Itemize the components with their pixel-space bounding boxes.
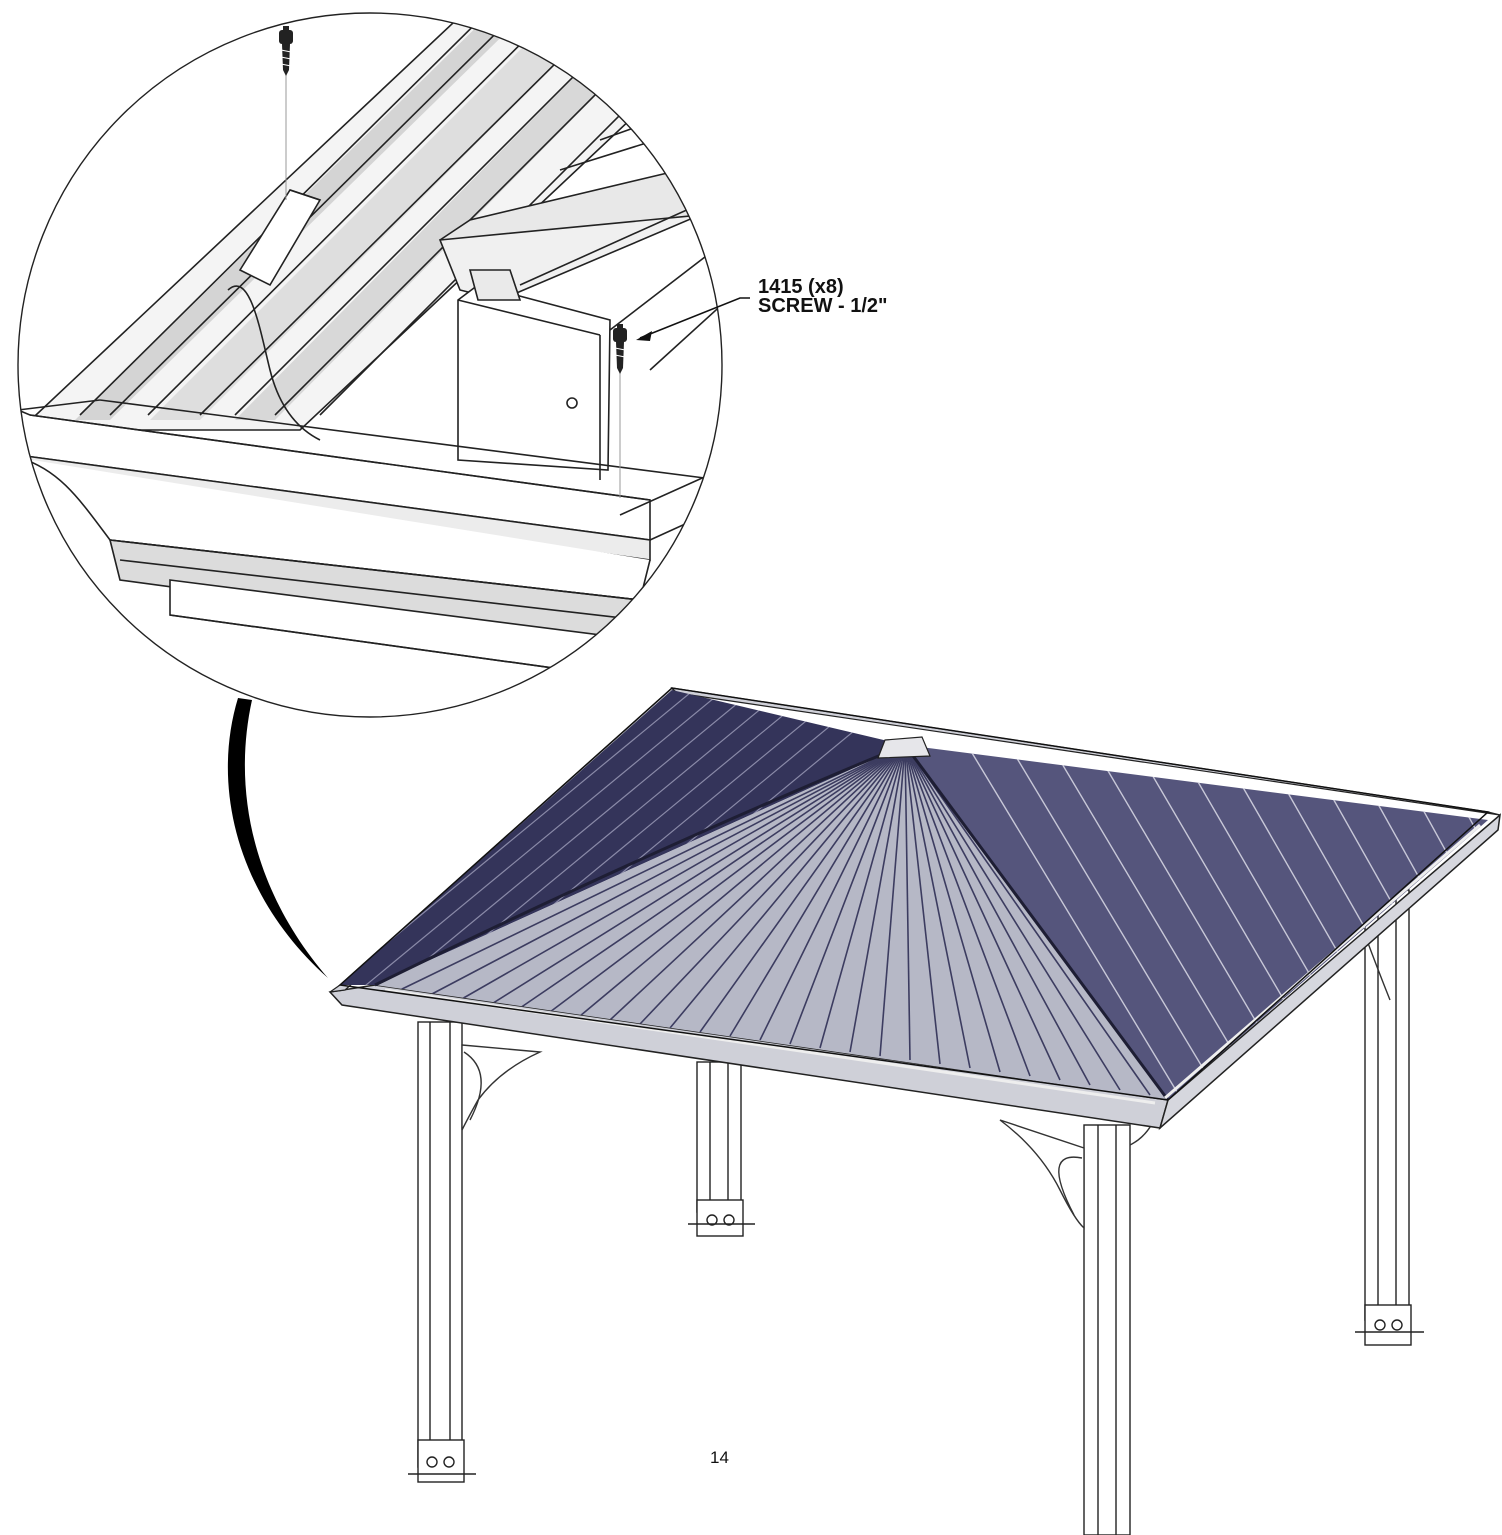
back-left-post	[688, 1061, 755, 1237]
detail-leader	[227, 698, 328, 978]
right-roof-panel	[905, 745, 1488, 1100]
fascia-beam	[18, 408, 651, 541]
front-right-hip	[903, 744, 1170, 1101]
back-right-post	[1355, 889, 1424, 1346]
callout-part-line: 1415 (x8)	[758, 276, 844, 298]
detail-view	[17, 12, 750, 718]
right-fascia	[1158, 813, 1502, 1131]
screw-icon	[279, 26, 293, 200]
page-number: 14	[710, 1448, 729, 1467]
roof-apex-cap	[877, 736, 931, 759]
front-left-post	[408, 1021, 476, 1483]
front-right-post	[1083, 1124, 1131, 1535]
front-left-hip	[374, 743, 906, 987]
screw-callout: 1415 (x8) SCREW - 1/2"	[758, 276, 888, 317]
callout-desc-line: SCREW - 1/2"	[758, 295, 888, 317]
left-roof-panel	[340, 690, 905, 985]
screw-icon	[613, 324, 627, 498]
gazebo-roof	[328, 687, 1502, 1131]
callout-leader	[639, 297, 750, 339]
corner-brackets	[461, 934, 1391, 1230]
gazebo-posts	[408, 889, 1424, 1535]
